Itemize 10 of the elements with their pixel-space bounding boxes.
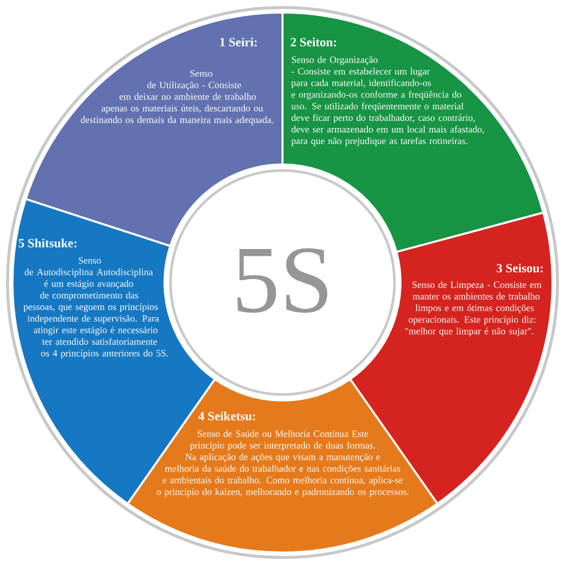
sector-text: Senso de Utilização - Consiste em deixar no ambiente de trabalho apenas os materiais úteis, descartando ou destinando os demais da maneira mais adequada. — [80, 70, 274, 125]
sector-heading: 2 Seiton: — [290, 38, 336, 46]
sector-text: Senso de Autodisciplina Autodisciplina é um estágio avançado de comprometimento das pessoas, que seguem os princípios independente de supervisão. Para atingir este estágio é necessário ter atendido satisfatoriamente os 4 princípios anteriores do 5S. — [24, 257, 168, 358]
sector-text: Senso de Saúde ou Melhoria Contínua Este princípio pode ser interpretado de duas formas. Na aplicação de ações que visam a manutenção e melhoria da saúde do trabalhador e nas condições sanitárias e ambientais do trabalho. Como melhoria contínua, aplica-se o princípio do kaizen, melhorando e padronizando os processos. — [156, 430, 408, 497]
sector-heading: 1 Seiri: — [220, 38, 257, 46]
sector-heading: 4 Seiketsu: — [198, 412, 256, 420]
sector-text: Senso de Limpeza - Consiste em manter os ambientes de trabalho limpos e em ótimas condições operacionais. Este princípio diz: "melhor que limpar é não sujar". — [405, 281, 542, 336]
sector-text: Senso de Organização - Consiste em estabelecer um lugar para cada material, identificando-os e organizando-os conforme a freqüência do uso. Se utilizado freqüentemente o material deve ficar perto do trabalhador, caso contrário, deve ser armazenado em um local mais afastado, para que não prejudique as tarefas rotineiras. — [291, 56, 484, 146]
sector-heading: 5 Shitsuke: — [18, 238, 76, 248]
sector-heading: 3 Seisou: — [496, 264, 543, 272]
